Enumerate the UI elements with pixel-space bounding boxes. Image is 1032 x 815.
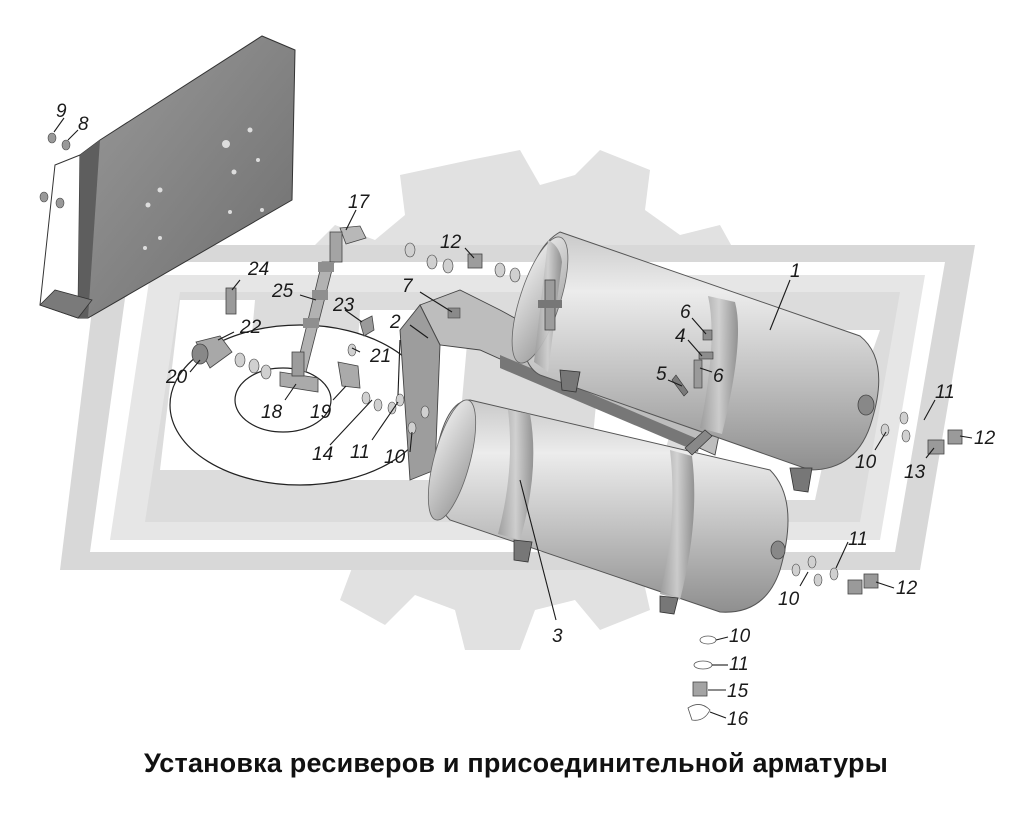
callout-10-bottom: 10: [729, 626, 751, 647]
callout-8: 8: [78, 114, 89, 135]
callout-22: 22: [239, 317, 262, 338]
callout-16: 16: [727, 709, 749, 730]
callout-10-right: 10: [855, 452, 877, 473]
callout-11-left: 11: [350, 442, 370, 463]
nuts-8-9: [39, 132, 71, 209]
receiver-lower: [427, 399, 789, 615]
callout-13: 13: [904, 462, 926, 483]
callout-17: 17: [348, 192, 371, 213]
callout-4: 4: [675, 326, 686, 347]
callout-2: 2: [389, 312, 401, 333]
callout-11-right: 11: [935, 382, 955, 403]
callout-15: 15: [727, 681, 749, 702]
callout-3: 3: [552, 626, 563, 647]
callout-9: 9: [56, 101, 67, 122]
callout-12-lower: 12: [896, 578, 918, 599]
callout-7: 7: [402, 276, 414, 297]
callout-11-lower: 11: [848, 529, 868, 550]
pipe-fittings: [191, 225, 397, 415]
callout-6-bottom: 6: [713, 366, 724, 387]
callout-11-bottom: 11: [729, 654, 749, 675]
plugs-and-washers: [395, 242, 963, 595]
callout-1: 1: [790, 261, 801, 282]
callout-14: 14: [312, 444, 333, 465]
callout-5: 5: [656, 364, 667, 385]
frame-side-member: [39, 35, 296, 319]
receiver-upper: [511, 231, 880, 493]
callout-12-right: 12: [974, 428, 996, 449]
callout-6-top: 6: [680, 302, 691, 323]
leader-lines: [53, 117, 973, 719]
callout-24: 24: [247, 259, 269, 280]
callout-25: 25: [271, 281, 294, 302]
callout-10-lower: 10: [778, 589, 800, 610]
callout-10-left: 10: [384, 447, 406, 468]
callout-18: 18: [261, 402, 283, 423]
callout-labels: 9 8 17 24 25 22 20 23 21 18 19 14 11 10 …: [56, 101, 996, 730]
callout-19: 19: [310, 402, 332, 423]
drain-plug-assembly: [687, 635, 717, 721]
callout-21: 21: [369, 346, 391, 367]
callout-23: 23: [332, 295, 355, 316]
callout-20: 20: [165, 367, 188, 388]
diagram-caption: Установка ресиверов и присоединительной …: [144, 748, 888, 778]
callout-12-top: 12: [440, 232, 462, 253]
